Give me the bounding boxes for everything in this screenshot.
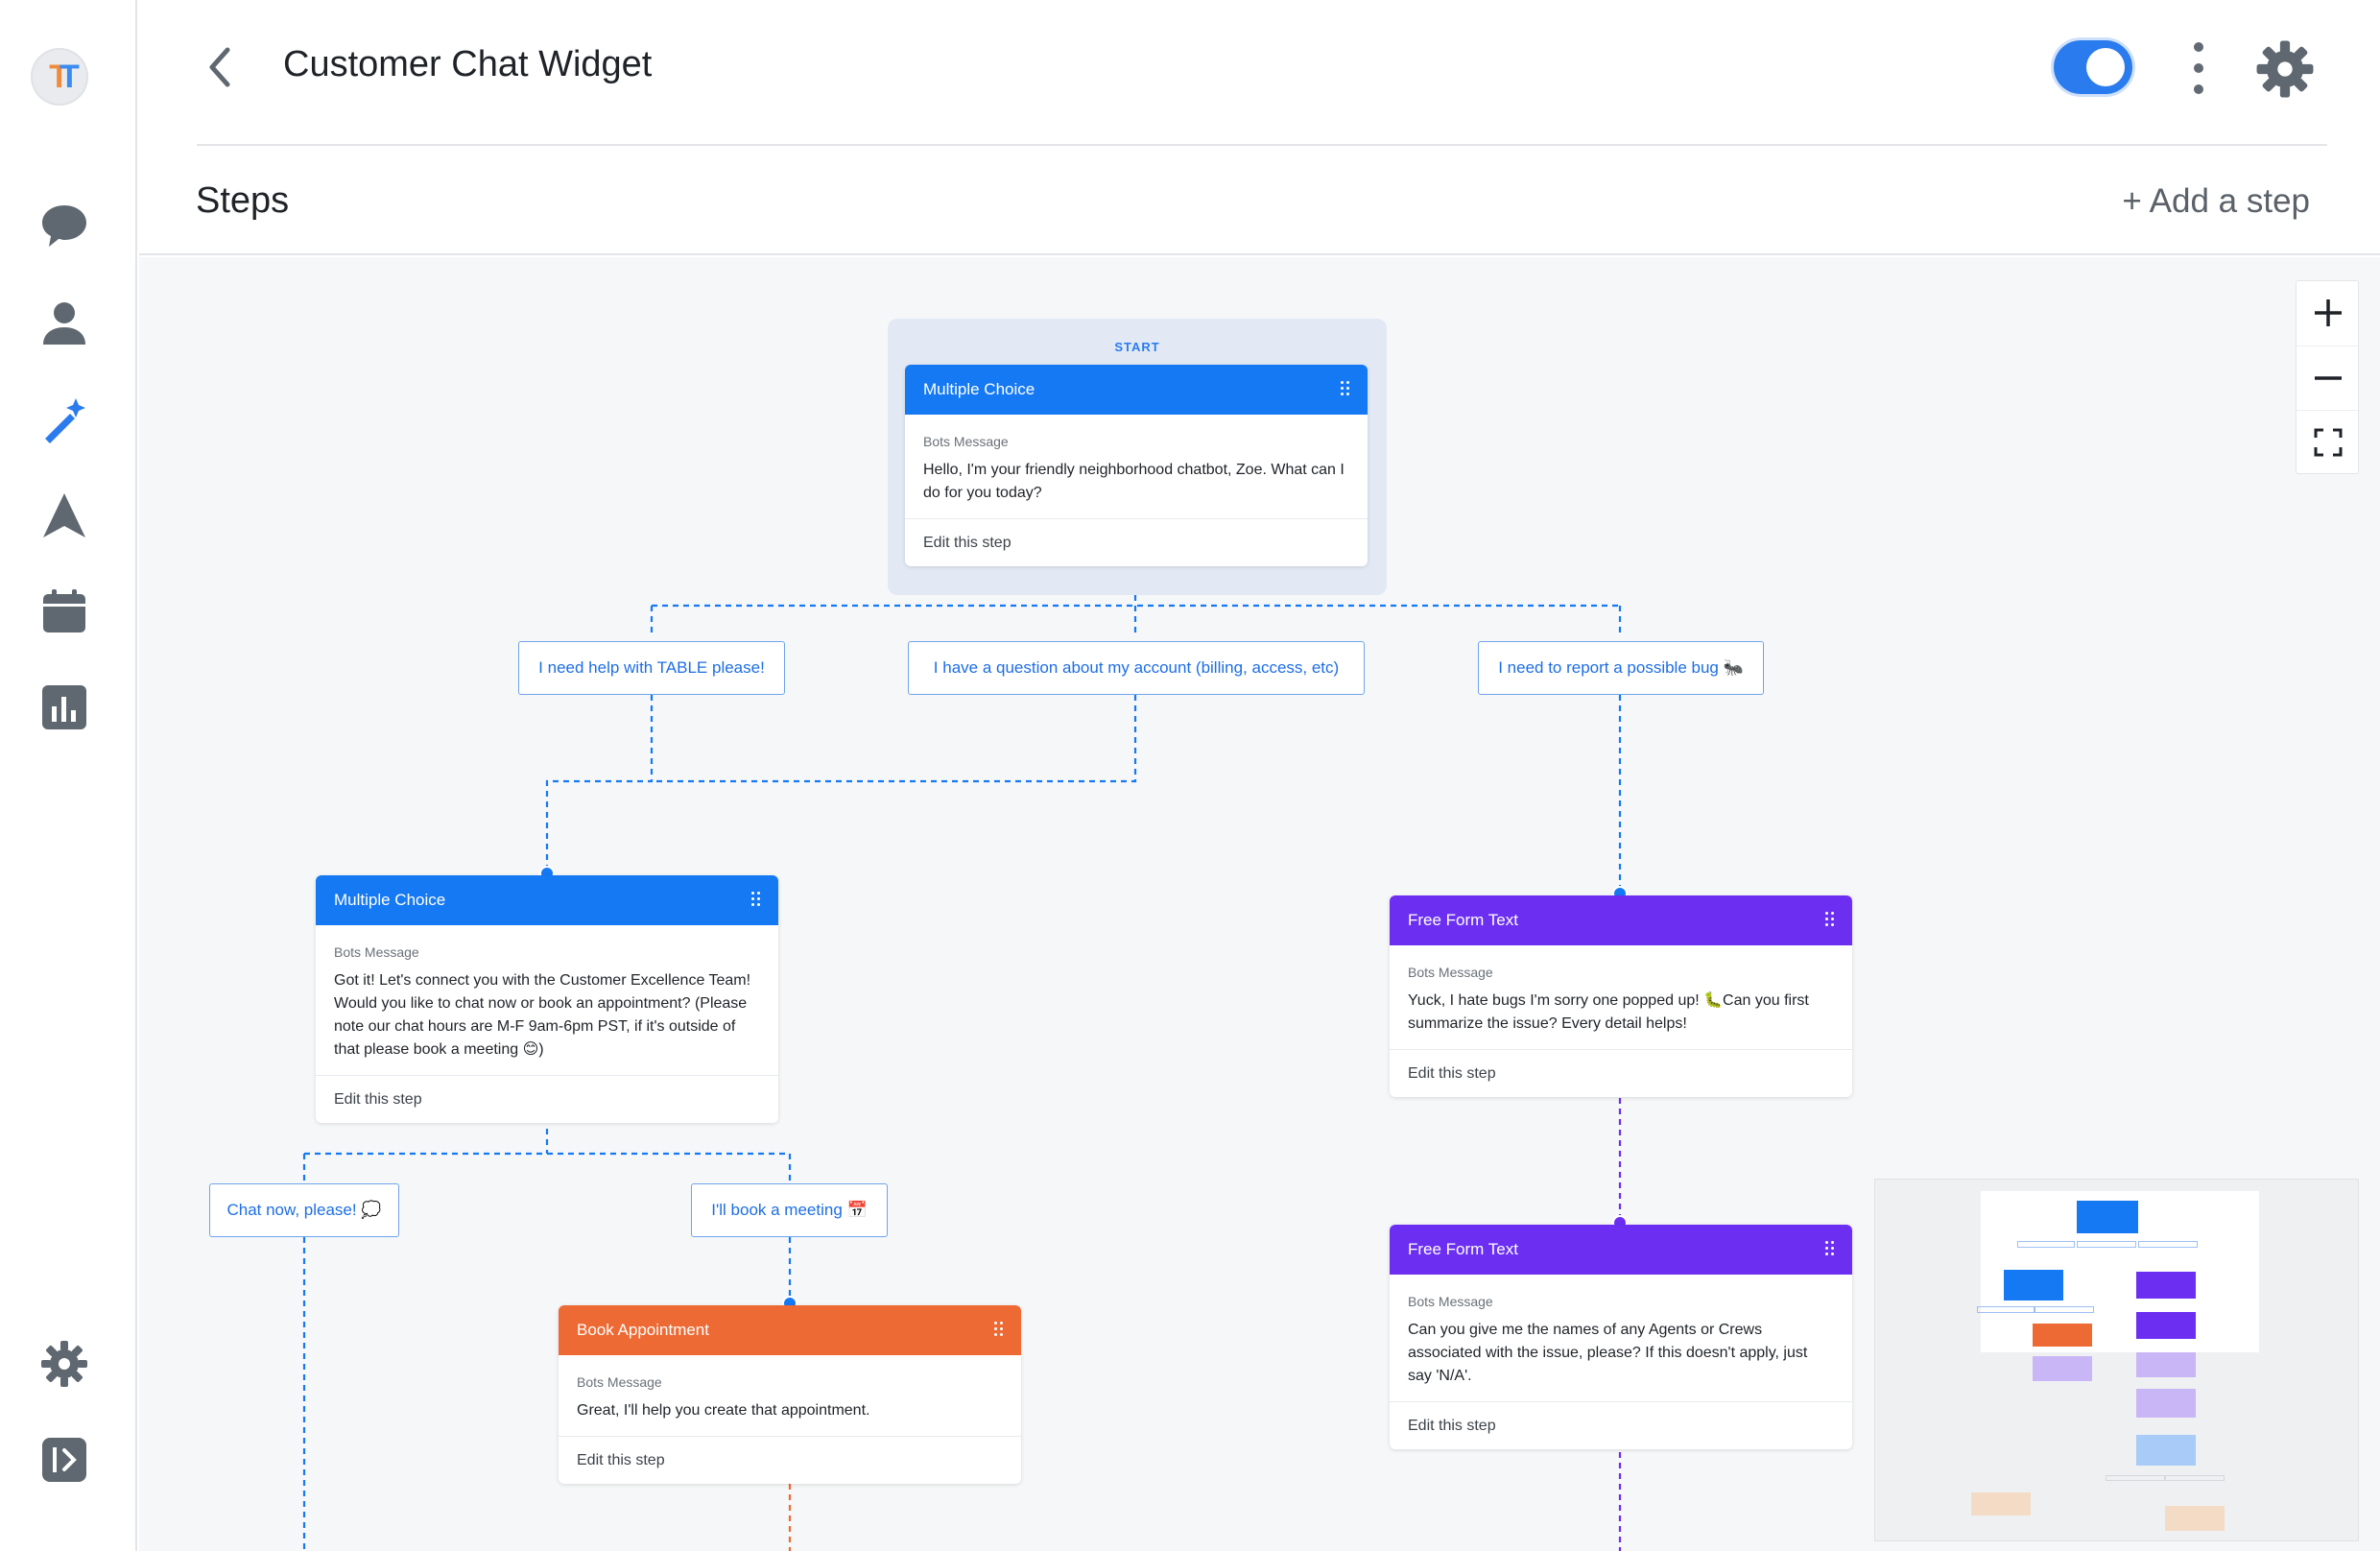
step-card-multiple-choice-2[interactable]: Multiple Choice Bots Message Got it! Let… xyxy=(316,875,778,1123)
start-label: START xyxy=(1114,340,1160,354)
step-type-label: Multiple Choice xyxy=(923,380,1035,398)
toggle-knob xyxy=(2086,48,2125,86)
page-header: Customer Chat Widget xyxy=(139,0,2380,146)
minimap-node xyxy=(2136,1435,2196,1466)
zoom-in-icon[interactable] xyxy=(2297,281,2360,345)
minimap-node xyxy=(2017,1241,2075,1248)
step-type-label: Multiple Choice xyxy=(334,891,446,909)
bot-message-text: Great, I'll help you create that appoint… xyxy=(577,1402,870,1419)
flow-minimap[interactable] xyxy=(1874,1179,2359,1541)
step-type-label: Free Form Text xyxy=(1408,911,1518,929)
step-card-header[interactable]: Book Appointment xyxy=(559,1305,1021,1355)
choice-table-help[interactable]: I need help with TABLE please! xyxy=(518,641,785,695)
edit-step-link[interactable]: Edit this step xyxy=(559,1436,1021,1484)
back-button[interactable] xyxy=(197,38,245,96)
calendar-icon[interactable] xyxy=(36,584,92,639)
chat-bubble-icon[interactable] xyxy=(36,198,92,253)
minimap-node xyxy=(1971,1492,2031,1515)
sidebar: TT xyxy=(0,0,137,1551)
person-icon[interactable] xyxy=(36,296,92,351)
magic-wand-icon[interactable] xyxy=(36,392,92,447)
page-title: Customer Chat Widget xyxy=(283,44,653,84)
settings-gear-icon[interactable] xyxy=(2254,38,2316,100)
bot-message-text: Got it! Let's connect you with the Custo… xyxy=(334,972,751,1058)
chevron-left-icon xyxy=(209,47,230,87)
minimap-node xyxy=(2136,1352,2196,1377)
step-type-label: Free Form Text xyxy=(1408,1240,1518,1258)
step-card-header[interactable]: Multiple Choice xyxy=(905,365,1368,415)
more-options-icon[interactable] xyxy=(2181,38,2216,98)
gear-icon[interactable] xyxy=(36,1336,92,1392)
choice-report-bug[interactable]: I need to report a possible bug 🐜 xyxy=(1478,641,1764,695)
step-card-book-appointment[interactable]: Book Appointment Bots Message Great, I'l… xyxy=(559,1305,1021,1484)
drag-handle-icon[interactable] xyxy=(1341,381,1350,398)
step-card-free-form-text-2[interactable]: Free Form Text Bots Message Can you give… xyxy=(1390,1225,1852,1449)
minimap-node xyxy=(2165,1475,2225,1481)
collapse-sidebar-icon[interactable] xyxy=(36,1432,92,1488)
drag-handle-icon[interactable] xyxy=(1825,912,1835,929)
edit-step-link[interactable]: Edit this step xyxy=(1390,1401,1852,1449)
bots-message-label: Bots Message xyxy=(334,944,419,960)
choice-book-meeting[interactable]: I'll book a meeting 📅 xyxy=(691,1183,888,1237)
step-card-header[interactable]: Free Form Text xyxy=(1390,895,1852,945)
step-type-label: Book Appointment xyxy=(577,1321,709,1339)
bot-message-text: Can you give me the names of any Agents … xyxy=(1408,1322,1808,1384)
minimap-node xyxy=(2004,1270,2063,1300)
steps-title: Steps xyxy=(196,180,290,221)
edit-step-link[interactable]: Edit this step xyxy=(1390,1049,1852,1097)
bots-message-label: Bots Message xyxy=(923,434,1009,449)
bot-message-text: Yuck, I hate bugs I'm sorry one popped u… xyxy=(1408,992,1809,1032)
minimap-node xyxy=(1977,1306,2035,1313)
fit-view-icon[interactable] xyxy=(2297,410,2360,473)
add-step-button[interactable]: + Add a step xyxy=(2122,182,2310,220)
app-logo[interactable]: TT xyxy=(31,48,88,106)
minimap-node xyxy=(2165,1506,2225,1531)
minimap-node xyxy=(2138,1241,2198,1248)
step-card-multiple-choice-1[interactable]: Multiple Choice Bots Message Hello, I'm … xyxy=(905,365,1368,566)
drag-handle-icon[interactable] xyxy=(1825,1241,1835,1258)
edit-step-link[interactable]: Edit this step xyxy=(316,1075,778,1123)
minimap-node xyxy=(2136,1312,2196,1339)
choice-chat-now[interactable]: Chat now, please! 💭 xyxy=(209,1183,399,1237)
step-card-header[interactable]: Multiple Choice xyxy=(316,875,778,925)
zoom-controls xyxy=(2296,280,2360,474)
drag-handle-icon[interactable] xyxy=(994,1322,1004,1339)
minimap-node xyxy=(2106,1475,2165,1481)
bar-chart-icon[interactable] xyxy=(36,680,92,735)
minimap-node xyxy=(2033,1324,2092,1347)
minimap-node xyxy=(2136,1389,2196,1418)
drag-handle-icon[interactable] xyxy=(751,892,761,909)
widget-enabled-toggle[interactable] xyxy=(2054,40,2132,94)
minimap-node xyxy=(2136,1272,2196,1299)
header-divider xyxy=(197,144,2327,146)
bot-message-text: Hello, I'm your friendly neighborhood ch… xyxy=(923,462,1345,501)
steps-bar: Steps + Add a step xyxy=(139,146,2380,255)
bots-message-label: Bots Message xyxy=(577,1374,662,1390)
choice-account-question[interactable]: I have a question about my account (bill… xyxy=(908,641,1365,695)
minimap-node xyxy=(2077,1201,2138,1233)
bots-message-label: Bots Message xyxy=(1408,1294,1493,1309)
minimap-node xyxy=(2035,1306,2094,1313)
step-card-free-form-text-1[interactable]: Free Form Text Bots Message Yuck, I hate… xyxy=(1390,895,1852,1097)
minimap-node xyxy=(2033,1356,2092,1381)
edit-step-link[interactable]: Edit this step xyxy=(905,518,1368,566)
navigation-arrow-icon[interactable] xyxy=(36,488,92,543)
zoom-out-icon[interactable] xyxy=(2297,346,2360,409)
bots-message-label: Bots Message xyxy=(1408,965,1493,980)
step-card-header[interactable]: Free Form Text xyxy=(1390,1225,1852,1275)
minimap-node xyxy=(2077,1241,2136,1248)
